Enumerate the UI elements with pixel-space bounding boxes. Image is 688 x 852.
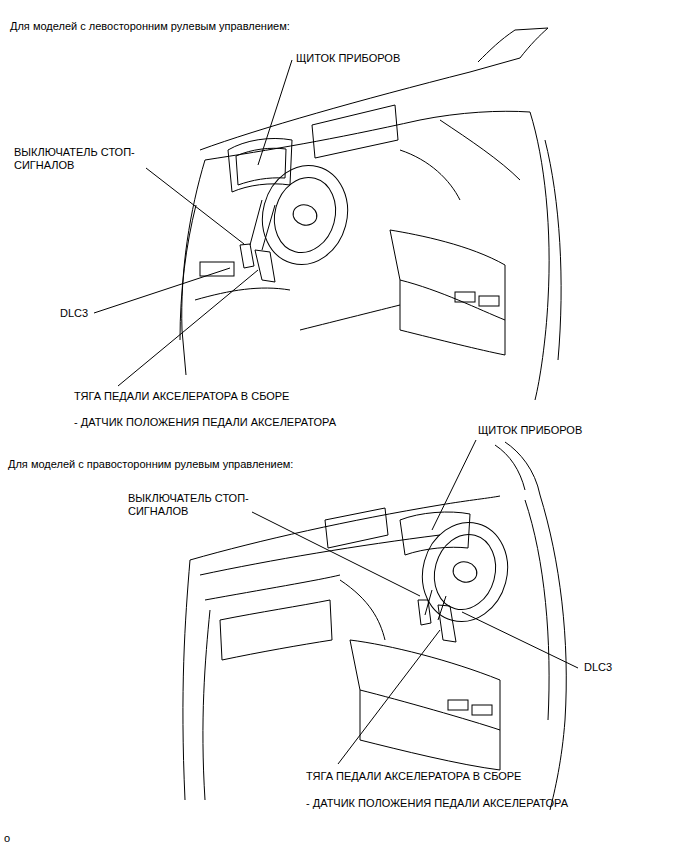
center-console xyxy=(390,230,505,320)
figure-code: o xyxy=(4,832,10,845)
dashboard-top xyxy=(190,496,500,560)
brake-pedal xyxy=(418,600,431,625)
center-panel xyxy=(400,120,520,200)
door-panel xyxy=(182,160,205,375)
floor xyxy=(195,288,400,330)
part-name: - ДАТЧИК ПОЛОЖЕНИЯ ПЕДАЛИ АКСЕЛЕРАТОРА xyxy=(306,797,568,810)
lhd-interior xyxy=(180,28,561,400)
door-panel xyxy=(203,610,210,800)
air-vent xyxy=(448,700,468,710)
dashboard-top xyxy=(200,58,520,150)
door-panel xyxy=(545,140,561,360)
note: Для моделей с правосторонним рулевым упр… xyxy=(8,458,293,471)
steering-wheel xyxy=(266,171,344,260)
lhd-leader-lines xyxy=(94,60,292,386)
a-pillar xyxy=(478,28,548,62)
part-name: DLC3 xyxy=(584,661,612,674)
steering-wheel xyxy=(426,528,504,617)
leader-line xyxy=(94,268,230,313)
part-name: ЩИТОК ПРИБОРОВ xyxy=(296,52,400,65)
display xyxy=(312,105,398,158)
part-name: ВЫКЛЮЧАТЕЛЬ СТОП-СИГНАЛОВ xyxy=(14,146,154,172)
brake-pedal xyxy=(240,244,254,268)
part-name: ЩИТОК ПРИБОРОВ xyxy=(478,424,582,437)
steering-wheel xyxy=(451,559,479,585)
part-name: DLC3 xyxy=(60,307,88,320)
display xyxy=(325,508,388,548)
leader-line xyxy=(118,270,258,386)
switch-panel xyxy=(200,262,234,276)
note: Для моделей с левосторонним рулевым упра… xyxy=(10,20,290,33)
part-name: ТЯГА ПЕДАЛИ АКСЕЛЕРАТОРА В СБОРЕ xyxy=(74,390,289,403)
leader-line xyxy=(258,60,292,165)
steering-wheel xyxy=(251,156,358,274)
center-console xyxy=(400,280,505,355)
door-panel xyxy=(530,112,549,400)
glove-box xyxy=(220,600,332,660)
door-panel xyxy=(180,205,196,340)
air-vent xyxy=(472,705,492,715)
steering-wheel xyxy=(291,202,319,228)
part-name: - ДАТЧИК ПОЛОЖЕНИЯ ПЕДАЛИ АКСЕЛЕРАТОРА xyxy=(74,416,336,429)
instrument-cluster xyxy=(228,138,292,192)
leader-line xyxy=(252,512,420,596)
center-console xyxy=(350,640,500,730)
center-panel xyxy=(340,580,385,640)
accelerator-pedal xyxy=(255,250,275,282)
leader-line xyxy=(432,440,476,530)
dashboard-edge xyxy=(205,111,530,160)
door-panel xyxy=(540,495,566,810)
part-name: ВЫКЛЮЧАТЕЛЬ СТОП-СИГНАЛОВ xyxy=(128,492,268,518)
door-panel xyxy=(183,560,190,800)
leader-line xyxy=(146,168,244,244)
air-vent xyxy=(479,296,499,306)
air-vent xyxy=(455,292,475,302)
accelerator-pedal xyxy=(438,605,456,642)
rhd-leader-lines xyxy=(252,440,578,764)
leader-line xyxy=(338,630,440,764)
dashboard-edge xyxy=(200,535,440,575)
leader-line xyxy=(462,612,578,668)
dashboard-edge xyxy=(205,575,340,600)
instrument-cluster xyxy=(400,512,470,555)
a-pillar xyxy=(495,442,540,495)
part-name: ТЯГА ПЕДАЛИ АКСЕЛЕРАТОРА В СБОРЕ xyxy=(306,770,521,783)
door-panel xyxy=(525,500,549,720)
steering-column xyxy=(250,200,275,250)
center-console xyxy=(360,690,500,770)
